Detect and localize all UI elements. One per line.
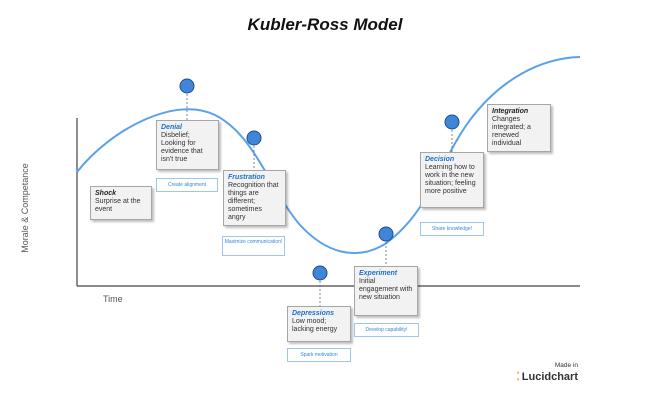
action-develop-capability[interactable]: Develop capability!: [354, 323, 419, 337]
stage-name: Shock: [95, 190, 117, 197]
lucidchart-badge[interactable]: Made in ⁚Lucidchart: [516, 362, 578, 383]
node-frustration[interactable]: [246, 130, 262, 146]
stage-name: Experiment: [359, 270, 398, 277]
stage-card-experiment[interactable]: Experiment Initial engagement with new s…: [354, 266, 418, 316]
stage-card-decision[interactable]: Decision Learning how to work in the new…: [420, 152, 484, 208]
action-maximize-communication[interactable]: Maximize communication!: [222, 236, 285, 256]
stage-card-frustration[interactable]: Frustration Recognition that things are …: [223, 170, 286, 226]
page-title: Kubler-Ross Model: [247, 15, 403, 34]
node-experiment[interactable]: [378, 226, 394, 242]
lucidchart-mark-icon: ⁚: [516, 371, 520, 383]
lucidchart-brand: Lucidchart: [521, 371, 578, 383]
stage-description: Learning how to work in the new situatio…: [425, 164, 476, 195]
stage-card-integration[interactable]: Integration Changes integrated; a renewe…: [487, 104, 551, 152]
stage-name: Integration: [492, 108, 529, 115]
stage-description: Initial engagement with new situation: [359, 278, 413, 301]
node-denial[interactable]: [179, 78, 195, 94]
action-spark-motivation[interactable]: Spark motivation: [287, 348, 351, 362]
stage-card-denial[interactable]: Denial Disbelief; Looking for evidence t…: [156, 120, 219, 170]
x-axis-label: Time: [103, 294, 123, 304]
stage-description: Surprise at the event: [95, 198, 141, 213]
stage-name: Frustration: [228, 174, 265, 181]
morale-curve: [76, 56, 581, 255]
stage-description: Disbelief; Looking for evidence that isn…: [161, 132, 203, 163]
stage-description: Recognition that things are different; s…: [228, 182, 279, 221]
action-create-alignment[interactable]: Create alignment: [156, 178, 218, 192]
lucidchart-logo: ⁚Lucidchart: [516, 370, 578, 383]
node-decision[interactable]: [444, 114, 460, 130]
made-in-label: Made in: [554, 362, 578, 369]
stage-description: Low mood; lacking energy: [292, 318, 338, 333]
node-depressions[interactable]: [312, 265, 328, 281]
stage-card-shock[interactable]: Shock Surprise at the event: [90, 186, 152, 220]
stage-name: Decision: [425, 156, 455, 163]
action-share-knowledge[interactable]: Share knowledge!: [420, 222, 484, 236]
stage-description: Changes integrated; a renewed individual: [492, 116, 531, 147]
y-axis-label: Morale & Competance: [20, 163, 30, 253]
stage-name: Denial: [161, 124, 183, 131]
stage-name: Depressions: [292, 310, 335, 317]
stage-card-depressions[interactable]: Depressions Low mood; lacking energy: [287, 306, 351, 342]
